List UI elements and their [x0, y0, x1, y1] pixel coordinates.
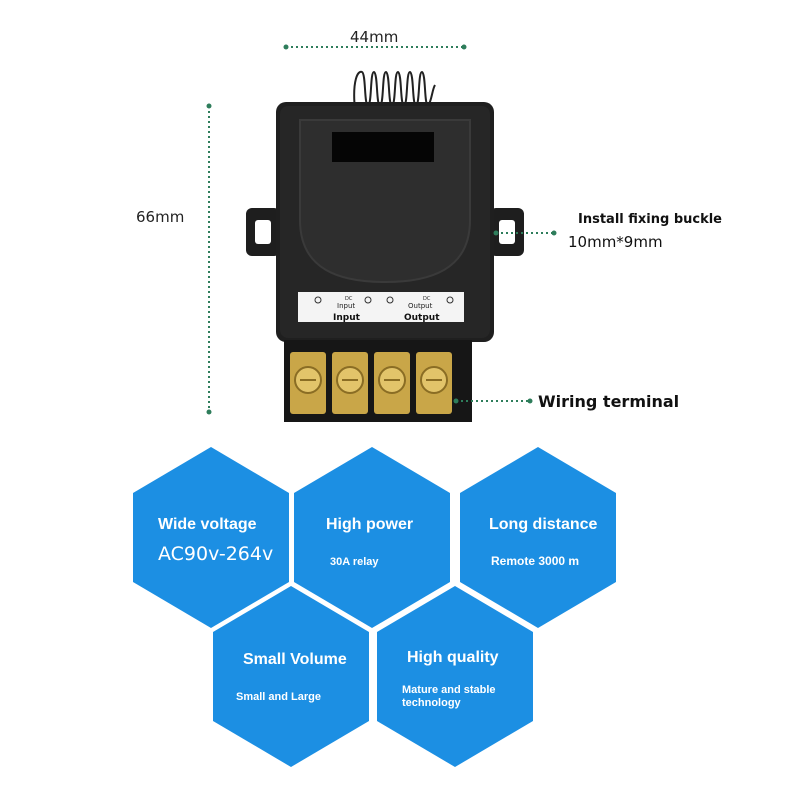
feature-subtitle-wide-voltage: AC90v-264v	[158, 543, 274, 565]
height-dimension-label: 66mm	[136, 208, 185, 226]
width-dimension-line	[283, 44, 467, 50]
relay-module-image: DC Input Input DC Output Output	[246, 70, 524, 422]
feature-subtitle-high-power: 30A relay	[330, 556, 379, 568]
buckle-callout-size: 10mm*9mm	[568, 233, 663, 251]
hex-high-power	[294, 447, 450, 628]
buckle-callout-title: Install fixing buckle	[578, 212, 723, 227]
height-dimension-line	[206, 103, 212, 415]
input-top-label: Input	[337, 302, 355, 310]
feature-subtitle-high-quality: Mature and stable technology	[402, 684, 496, 709]
hex-long-distance	[460, 447, 616, 628]
width-dimension-label: 44mm	[350, 28, 399, 46]
buckle-callout-line	[493, 230, 557, 236]
input-label: Input	[333, 313, 361, 323]
dc-left-label: DC	[345, 296, 353, 302]
feature-subtitle-small-volume: Small and Large	[236, 691, 321, 703]
output-label: Output	[404, 313, 440, 323]
feature-title-wide-voltage: Wide voltage	[158, 516, 257, 533]
terminal-callout-line	[453, 398, 533, 404]
terminal-screws	[290, 352, 452, 414]
feature-title-high-quality: High quality	[407, 649, 499, 666]
feature-subtitle-long-distance: Remote 3000 m	[491, 554, 580, 568]
feature-title-long-distance: Long distance	[489, 516, 598, 533]
feature-title-high-power: High power	[326, 516, 414, 533]
feature-title-small-volume: Small Volume	[243, 651, 347, 668]
terminal-callout-label: Wiring terminal	[538, 392, 680, 411]
hex-small-volume	[213, 586, 369, 767]
hex-wide-voltage	[133, 447, 289, 628]
hex-high-quality	[377, 586, 533, 767]
output-top-label: Output	[408, 302, 433, 310]
dc-right-label: DC	[423, 296, 431, 302]
